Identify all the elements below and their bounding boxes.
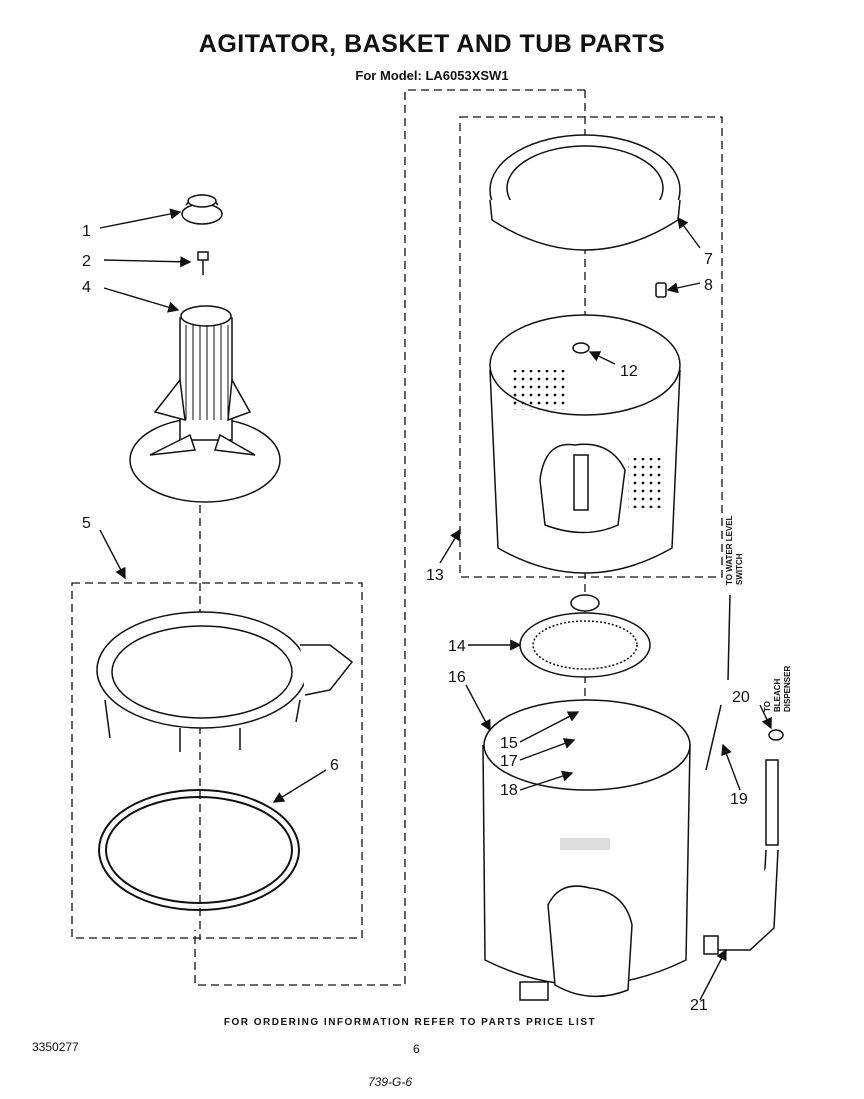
agitator-bolt xyxy=(197,251,209,275)
ordering-note: FOR ORDERING INFORMATION REFER TO PARTS … xyxy=(223,1017,597,1028)
tub-ring xyxy=(96,611,354,752)
handwritten-note: 739-G-6 xyxy=(368,1075,413,1089)
callout-21: 21 xyxy=(690,997,708,1014)
page-title: AGITATOR, BASKET AND TUB PARTS xyxy=(198,30,666,58)
wash-basket xyxy=(489,314,681,574)
balance-ring xyxy=(489,134,681,251)
outer-tub xyxy=(482,699,691,1001)
agitator xyxy=(129,305,281,503)
callout-16: 16 xyxy=(448,669,466,686)
callout-19: 19 xyxy=(730,791,748,808)
page-number: 6 xyxy=(413,1042,420,1056)
bleach-label-2: BLEACH xyxy=(773,678,782,712)
callout-7: 7 xyxy=(704,251,713,268)
callout-2: 2 xyxy=(82,253,91,270)
drive-seal-ring xyxy=(519,594,651,678)
water-level-annotation: TO WATER LEVEL SWITCH xyxy=(725,515,744,585)
callout-1: 1 xyxy=(82,223,91,240)
callout-4: 4 xyxy=(82,279,91,296)
model-subtitle: For Model: LA6053XSW1 xyxy=(355,68,509,83)
bleach-label-3: DISPENSER xyxy=(783,666,792,712)
tub-gasket xyxy=(98,789,300,911)
callout-15: 15 xyxy=(500,735,518,752)
callout-6: 6 xyxy=(330,757,339,774)
water-level-hose xyxy=(705,594,731,771)
callout-5: 5 xyxy=(82,515,91,532)
callout-numbers: 1 2 4 5 6 7 8 12 13 14 16 15 17 18 19 20… xyxy=(82,223,750,1014)
agitator-cap xyxy=(181,194,223,225)
ring-clip xyxy=(655,282,667,298)
callout-20: 20 xyxy=(732,689,750,706)
bleach-label-1: TO xyxy=(763,701,772,712)
bleach-annotation: TO BLEACH DISPENSER xyxy=(763,666,792,712)
tub-ring-group-box xyxy=(71,582,363,939)
document-number: 3350277 xyxy=(32,1040,79,1054)
callout-17: 17 xyxy=(500,753,518,770)
leader-lines xyxy=(99,208,772,1001)
callout-14: 14 xyxy=(448,638,466,655)
water-level-label-1: TO WATER LEVEL xyxy=(725,515,734,585)
callout-12: 12 xyxy=(620,363,638,380)
basket-group-box xyxy=(459,116,723,578)
callout-8: 8 xyxy=(704,277,713,294)
water-level-label-2: SWITCH xyxy=(735,553,744,585)
callout-13: 13 xyxy=(426,567,444,584)
callout-18: 18 xyxy=(500,782,518,799)
bleach-hose xyxy=(703,729,784,955)
